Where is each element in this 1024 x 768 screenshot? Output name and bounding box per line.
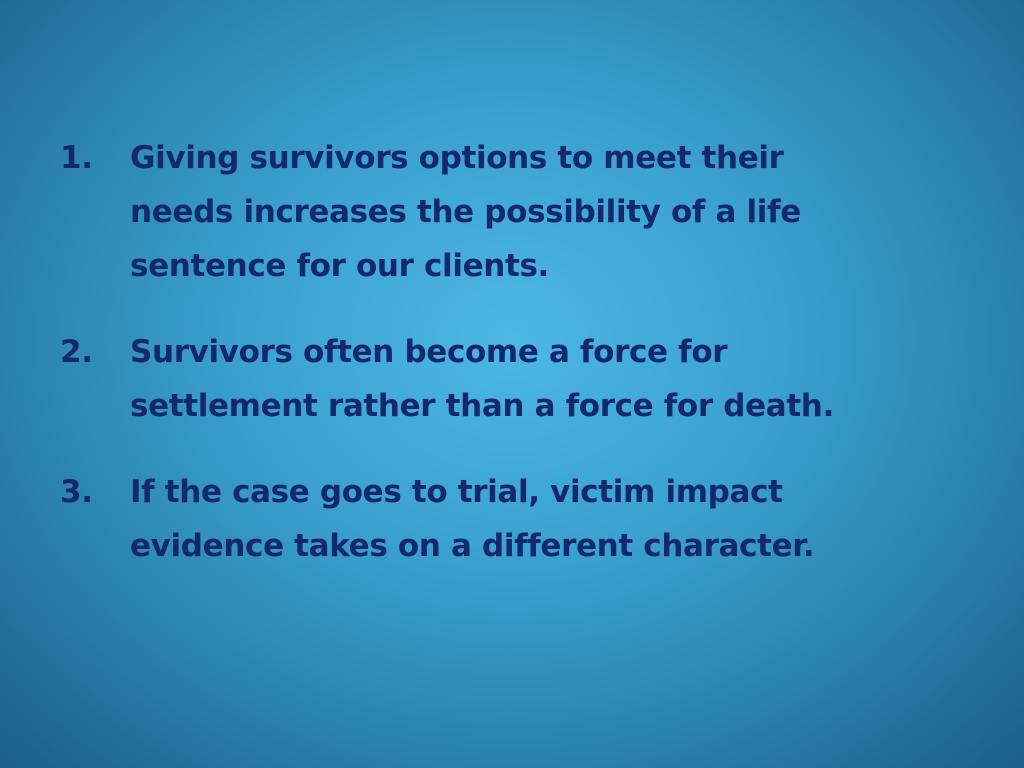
list-item-text-line: Survivors often become a force for bbox=[130, 334, 728, 370]
list-item-text-line: needs increases the possibility of a lif… bbox=[130, 194, 801, 230]
list-item: 1. Giving survivors options to meet thei… bbox=[60, 131, 960, 293]
list-item-number: 1. bbox=[60, 140, 93, 176]
list-item: 2. Survivors often become a force for se… bbox=[60, 325, 960, 433]
list-item-text-line: sentence for our clients. bbox=[130, 248, 549, 284]
list-item-text-line: evidence takes on a different character. bbox=[130, 528, 815, 564]
list-item-text-line: If the case goes to trial, victim impact bbox=[130, 474, 783, 510]
list-item: 3. If the case goes to trial, victim imp… bbox=[60, 465, 960, 573]
list-item-text-line: settlement rather than a force for death… bbox=[130, 388, 834, 424]
list-item-number: 2. bbox=[60, 334, 93, 370]
numbered-list: 1. Giving survivors options to meet thei… bbox=[60, 131, 960, 605]
list-item-number: 3. bbox=[60, 474, 93, 510]
list-item-text-line: Giving survivors options to meet their bbox=[130, 140, 784, 176]
